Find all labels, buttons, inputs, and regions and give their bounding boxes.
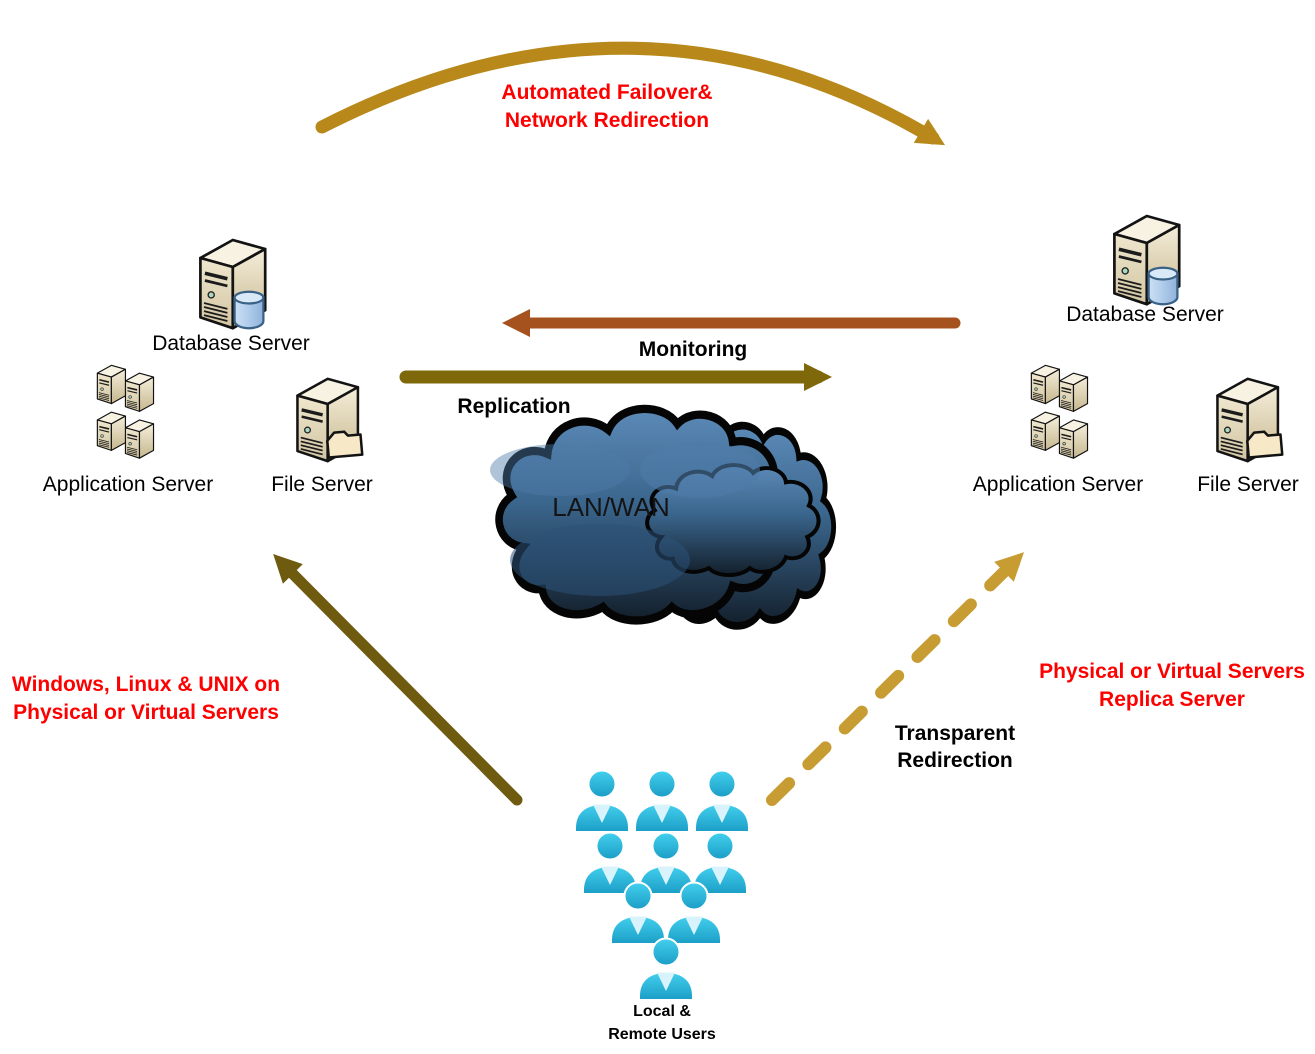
replica-servers-note-line2: Replica Server (1099, 688, 1245, 711)
right-database-server-icon (1114, 216, 1179, 304)
left-application-server-label: Application Server (42, 473, 214, 496)
replica-servers-note-line1: Physical or Virtual Servers (1039, 660, 1305, 683)
users-label-line2: Remote Users (608, 1026, 716, 1043)
lan-wan-cloud-icon (490, 409, 834, 626)
users-label-line1: Local & (633, 1003, 691, 1020)
left-file-server-icon (297, 379, 362, 461)
primary-servers-note: Windows, Linux & UNIX on Physical or Vir… (12, 671, 280, 727)
right-file-server-label: File Server (1197, 473, 1299, 496)
right-application-server-icon (1031, 365, 1087, 458)
failover-note-line1: Automated Failover& (501, 81, 713, 104)
primary-servers-note-line2: Physical or Virtual Servers (13, 701, 279, 724)
right-file-server-icon (1217, 379, 1282, 461)
primary-servers-note-line1: Windows, Linux & UNIX on (11, 673, 281, 696)
left-application-server-icon (97, 365, 153, 458)
right-application-server-label: Application Server (972, 473, 1144, 496)
left-database-server-label: Database Server (152, 332, 310, 355)
transparent-redirection-line2: Redirection (897, 749, 1013, 772)
lan-wan-label: LAN/WAN (552, 492, 670, 522)
right-database-server-label: Database Server (1066, 303, 1224, 326)
monitoring-label: Monitoring (638, 338, 748, 361)
failover-note-line2: Network Redirection (504, 109, 710, 132)
users-label: Local & Remote Users (608, 1000, 716, 1046)
left-file-server-label: File Server (271, 473, 373, 496)
transparent-redirection-label: Transparent Redirection (895, 720, 1015, 774)
left-database-server-icon (200, 240, 265, 328)
users-to-primary-arrow (273, 554, 523, 806)
transparent-redirection-arrow (766, 552, 1024, 806)
replication-label: Replication (457, 395, 571, 418)
failover-note: Automated Failover& Network Redirection (501, 79, 712, 135)
users-group-icon (574, 769, 750, 1001)
replica-servers-note: Physical or Virtual Servers Replica Serv… (1039, 658, 1305, 714)
failover-arrow (315, 41, 946, 146)
transparent-redirection-line1: Transparent (894, 722, 1016, 745)
